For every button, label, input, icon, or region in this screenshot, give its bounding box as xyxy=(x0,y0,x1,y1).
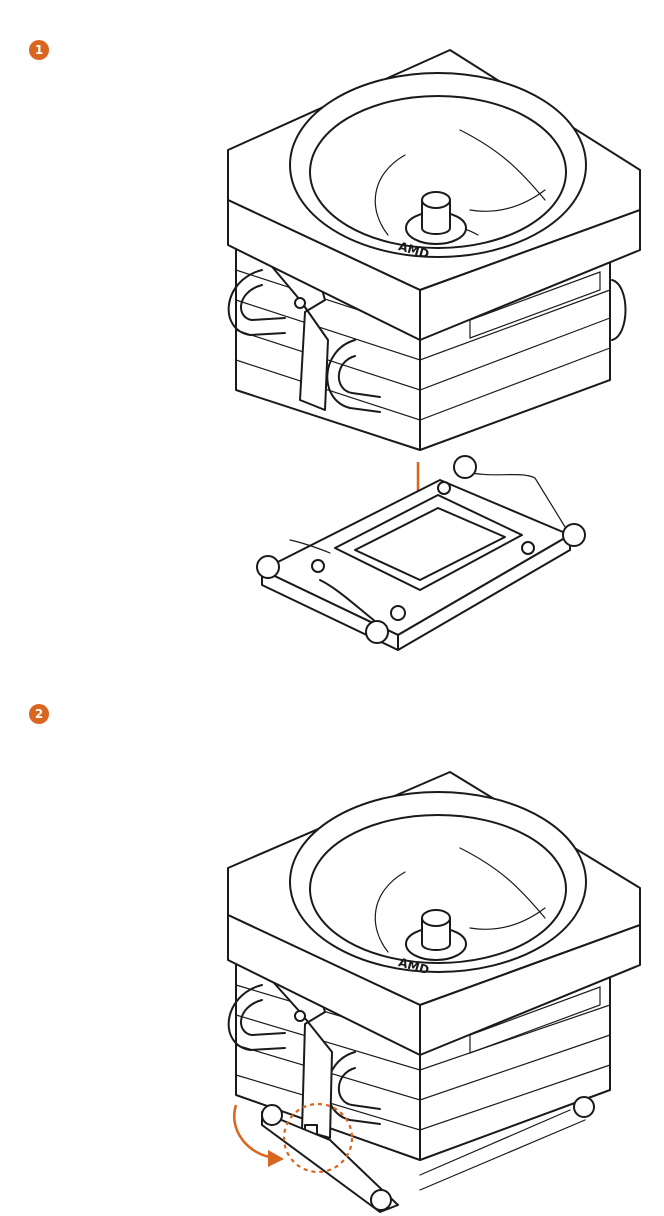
step-1-illustration: AMD xyxy=(227,49,641,651)
mounting-bracket xyxy=(261,469,571,651)
lever-highlight-circle xyxy=(282,1102,354,1174)
bracket-screws xyxy=(256,455,586,644)
lever-rotation-arrow xyxy=(233,1104,284,1167)
fan-shroud xyxy=(227,49,641,341)
step-2-badge: 2 xyxy=(29,704,49,724)
heatpipes xyxy=(227,269,627,413)
fan-shroud xyxy=(227,771,641,1056)
fan-blades xyxy=(374,847,546,953)
fan-hub xyxy=(405,191,467,245)
step-1-badge: 1 xyxy=(29,40,49,60)
fan-hub xyxy=(405,909,467,961)
mounting-bracket xyxy=(261,1109,586,1213)
bracket-screws xyxy=(261,1096,595,1211)
